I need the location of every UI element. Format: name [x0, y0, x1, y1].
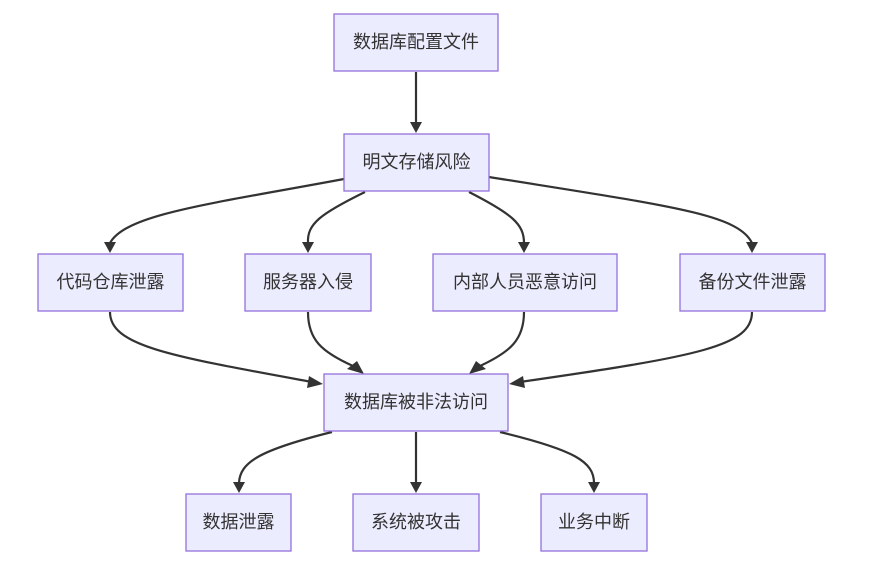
node-server-intrusion: 服务器入侵 — [244, 253, 372, 312]
node-plaintext-risk: 明文存储风险 — [343, 133, 490, 192]
nodes: 数据库配置文件 明文存储风险 代码仓库泄露 服务器入侵 内部人员恶意访问 备份文… — [37, 13, 826, 552]
node-db-unauthorized: 数据库被非法访问 — [323, 373, 509, 432]
node-system-attacked: 系统被攻击 — [352, 493, 480, 552]
edge-risk-to-server-intrusion — [306, 191, 366, 244]
node-server-intrusion-label: 服务器入侵 — [263, 272, 353, 293]
node-business-interrupt: 业务中断 — [540, 493, 648, 552]
arrowhead-risk-to-repo-leak — [104, 242, 116, 253]
arrowhead-unauthorized-to-data-leak — [233, 482, 245, 493]
edges — [104, 72, 758, 493]
edge-risk-to-insider-access — [468, 191, 526, 244]
arrowhead-backup-leak-to-unauthorized — [509, 376, 525, 388]
node-backup-leak: 备份文件泄露 — [679, 253, 826, 312]
arrowhead-unauthorized-to-business-interrupt — [588, 482, 600, 493]
arrowhead-server-intrusion-to-unauthorized — [347, 361, 364, 374]
node-db-unauthorized-label: 数据库被非法访问 — [344, 392, 488, 413]
edge-risk-to-backup-leak — [488, 175, 753, 244]
node-business-interrupt-label: 业务中断 — [558, 512, 630, 533]
arrowhead-repo-leak-to-unauthorized — [307, 376, 323, 388]
arrowhead-unauthorized-to-system-attacked — [410, 482, 422, 493]
node-system-attacked-label: 系统被攻击 — [371, 512, 461, 533]
arrowhead-risk-to-server-intrusion — [302, 242, 314, 253]
arrowhead-config-to-risk — [410, 122, 422, 133]
node-insider-access: 内部人员恶意访问 — [432, 253, 618, 312]
edge-unauthorized-to-data-leak — [237, 430, 333, 484]
arrowhead-insider-access-to-unauthorized — [469, 361, 486, 374]
edge-backup-leak-to-unauthorized — [519, 311, 754, 384]
arrowhead-risk-to-backup-leak — [746, 242, 758, 253]
node-data-leak: 数据泄露 — [185, 493, 292, 552]
node-repo-leak-label: 代码仓库泄露 — [57, 272, 165, 293]
node-repo-leak: 代码仓库泄露 — [37, 253, 184, 312]
node-plaintext-risk-label: 明文存储风险 — [363, 152, 471, 173]
node-config-file-label: 数据库配置文件 — [353, 32, 479, 53]
node-insider-access-label: 内部人员恶意访问 — [453, 272, 597, 293]
edge-insider-access-to-unauthorized — [479, 311, 526, 367]
node-data-leak-label: 数据泄露 — [203, 512, 275, 533]
node-backup-leak-label: 备份文件泄露 — [699, 272, 807, 293]
edge-server-intrusion-to-unauthorized — [306, 311, 354, 368]
edge-unauthorized-to-business-interrupt — [499, 430, 596, 484]
arrowhead-risk-to-insider-access — [518, 242, 530, 253]
edge-repo-leak-to-unauthorized — [108, 311, 313, 384]
node-config-file: 数据库配置文件 — [333, 13, 499, 72]
edge-risk-to-repo-leak — [109, 177, 345, 244]
